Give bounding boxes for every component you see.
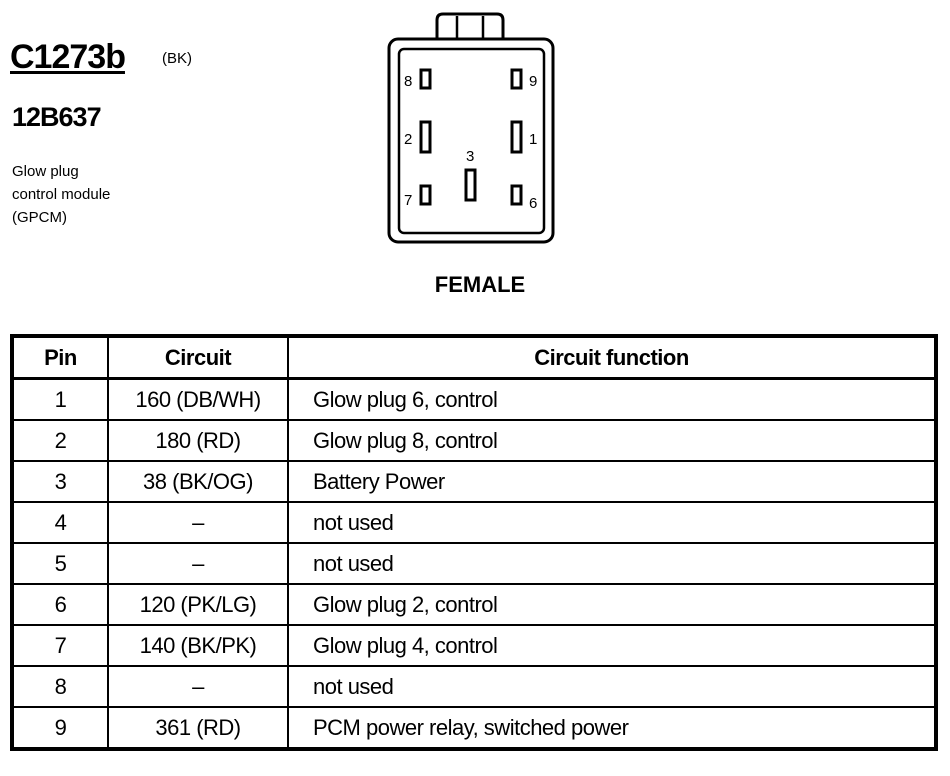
function-cell: Glow plug 4, control xyxy=(287,624,937,667)
table-row: 6 120 (PK/LG) Glow plug 2, control xyxy=(11,583,937,626)
circuit-cell: 38 (BK/OG) xyxy=(107,460,289,503)
pin-cell: 7 xyxy=(11,624,109,667)
table-row: 3 38 (BK/OG) Battery Power xyxy=(11,460,937,503)
cavity-6 xyxy=(510,184,523,206)
header-pin: Pin xyxy=(11,335,109,380)
connector-id: C1273b xyxy=(10,38,126,76)
cavity-label-8: 8 xyxy=(404,73,412,90)
pin-cavities xyxy=(419,68,523,206)
table-row: 8 – not used xyxy=(11,665,937,708)
table-row: 4 – not used xyxy=(11,501,937,544)
circuit-cell: 180 (RD) xyxy=(107,419,289,462)
pin-cell: 6 xyxy=(11,583,109,626)
function-cell: Glow plug 8, control xyxy=(287,419,937,462)
pin-cell: 8 xyxy=(11,665,109,708)
circuit-cell: 361 (RD) xyxy=(107,706,289,750)
function-cell: not used xyxy=(287,501,937,544)
cavity-label-1: 1 xyxy=(529,131,537,148)
header-circuit: Circuit xyxy=(107,335,289,380)
connector-color-code: (BK) xyxy=(162,50,192,67)
header-circuit-function: Circuit function xyxy=(287,335,937,380)
cavity-label-9: 9 xyxy=(529,73,537,90)
function-cell: Glow plug 2, control xyxy=(287,583,937,626)
pin-cell: 4 xyxy=(11,501,109,544)
pin-table: Pin Circuit Circuit function 1 160 (DB/W… xyxy=(10,334,938,751)
table-row: 7 140 (BK/PK) Glow plug 4, control xyxy=(11,624,937,667)
connector-gender-label: FEMALE xyxy=(434,272,526,297)
table-row: 9 361 (RD) PCM power relay, switched pow… xyxy=(11,706,937,750)
connector-face-diagram: 8 9 2 1 3 7 6 xyxy=(387,12,555,244)
part-number: 12B637 xyxy=(12,102,102,132)
circuit-cell: 160 (DB/WH) xyxy=(107,377,289,421)
cavity-label-2: 2 xyxy=(404,131,412,148)
function-cell: Battery Power xyxy=(287,460,937,503)
cavity-2 xyxy=(419,120,432,154)
cavity-label-7: 7 xyxy=(404,192,412,209)
pin-cell: 1 xyxy=(11,377,109,421)
connector-housing xyxy=(387,12,555,244)
pin-table-header-row: Pin Circuit Circuit function xyxy=(11,335,937,380)
circuit-cell: – xyxy=(107,542,289,585)
cavity-1 xyxy=(510,120,523,154)
cavity-9 xyxy=(510,68,523,90)
cavity-7 xyxy=(419,184,432,206)
cavity-labels: 8 9 2 1 3 7 6 xyxy=(404,73,537,212)
circuit-cell: – xyxy=(107,501,289,544)
pin-cell: 5 xyxy=(11,542,109,585)
function-cell: PCM power relay, switched power xyxy=(287,706,937,750)
function-cell: not used xyxy=(287,542,937,585)
cavity-3 xyxy=(464,168,477,202)
table-row: 5 – not used xyxy=(11,542,937,585)
module-description: Glow plug control module (GPCM) xyxy=(12,163,111,226)
circuit-cell: 140 (BK/PK) xyxy=(107,624,289,667)
table-row: 2 180 (RD) Glow plug 8, control xyxy=(11,419,937,462)
pin-cell: 2 xyxy=(11,419,109,462)
table-row: 1 160 (DB/WH) Glow plug 6, control xyxy=(11,377,937,421)
function-cell: not used xyxy=(287,665,937,708)
pin-cell: 9 xyxy=(11,706,109,750)
cavity-label-3: 3 xyxy=(466,148,474,165)
cavity-label-6: 6 xyxy=(529,195,537,212)
cavity-8 xyxy=(419,68,432,90)
function-cell: Glow plug 6, control xyxy=(287,377,937,421)
circuit-cell: – xyxy=(107,665,289,708)
pin-cell: 3 xyxy=(11,460,109,503)
circuit-cell: 120 (PK/LG) xyxy=(107,583,289,626)
connector-title-block: C1273b (BK) xyxy=(10,38,192,77)
